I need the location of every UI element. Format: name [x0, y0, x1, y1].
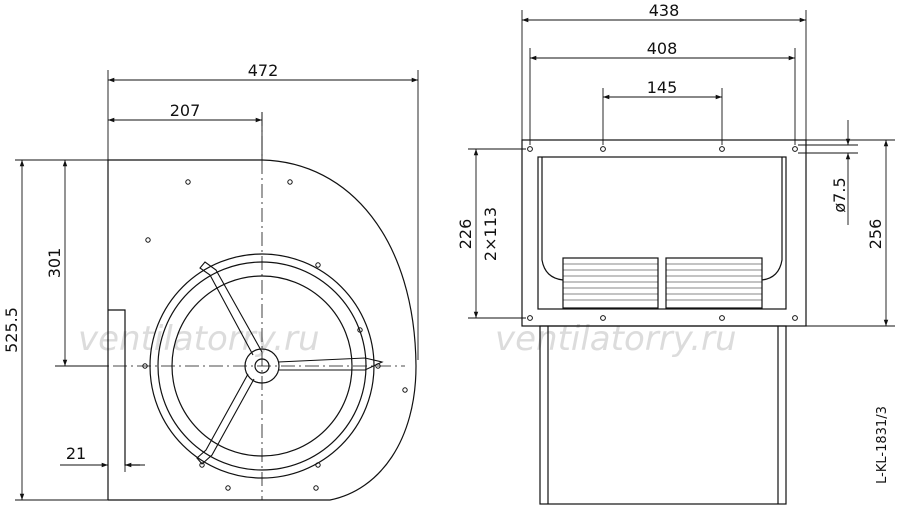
- dim-226: 226: [456, 219, 475, 250]
- impeller-block-right: [665, 257, 763, 309]
- dim-256: 256: [866, 219, 885, 250]
- flange-hole: [792, 315, 798, 321]
- side-flange: [521, 139, 807, 327]
- outlet-inner-right: [761, 157, 783, 281]
- mount-hole: [145, 237, 151, 243]
- drawing-code: L-KL-1831/3: [875, 406, 890, 484]
- side-housing-body: [539, 325, 787, 505]
- dim-408: 408: [647, 39, 678, 58]
- front-dimensions: [15, 70, 419, 501]
- spoke-top-left: [199, 261, 263, 356]
- dim-301: 301: [45, 248, 64, 279]
- flange-hole: [719, 146, 725, 152]
- flange-hole: [527, 315, 533, 321]
- spoke-bottom-left: [196, 373, 255, 465]
- dim-2x113: 2×113: [481, 207, 500, 261]
- mount-hole: [402, 387, 408, 393]
- outlet-inner-left: [541, 157, 564, 281]
- flange-hole: [792, 146, 798, 152]
- dim-472: 472: [248, 61, 279, 80]
- mount-hole: [375, 363, 381, 369]
- mount-hole: [185, 179, 191, 185]
- mount-hole: [313, 485, 319, 491]
- flange-hole: [719, 315, 725, 321]
- mount-hole: [225, 485, 231, 491]
- dim-207: 207: [170, 101, 201, 120]
- mount-hole: [315, 462, 321, 468]
- dim-hole-diameter: ø7.5: [830, 177, 849, 212]
- side-holes: [527, 146, 798, 321]
- flange-hole: [600, 146, 606, 152]
- watermark-right: ventilatorry.ru: [495, 319, 737, 359]
- dim-525-5: 525.5: [2, 307, 21, 353]
- mount-hole: [315, 262, 321, 268]
- side-dimensions: [468, 10, 895, 327]
- flange-hole: [527, 146, 533, 152]
- dim-438: 438: [649, 1, 680, 20]
- side-outlet-opening: [537, 156, 787, 310]
- spokes: [196, 261, 384, 465]
- housing-outline: [107, 159, 417, 501]
- dim-145: 145: [647, 78, 678, 97]
- watermark-left: ventilatorry.ru: [78, 319, 320, 359]
- side-view: [521, 139, 807, 505]
- front-centerlines: [65, 112, 405, 500]
- spoke-right: [277, 357, 384, 371]
- flange-hole: [600, 315, 606, 321]
- mount-hole: [142, 363, 148, 369]
- dim-21: 21: [66, 444, 86, 463]
- impeller-blades: [563, 263, 762, 301]
- mount-hole: [287, 179, 293, 185]
- impeller-block-left: [562, 257, 659, 309]
- mount-hole: [357, 327, 363, 333]
- mount-hole: [199, 462, 205, 468]
- front-holes: [142, 179, 408, 491]
